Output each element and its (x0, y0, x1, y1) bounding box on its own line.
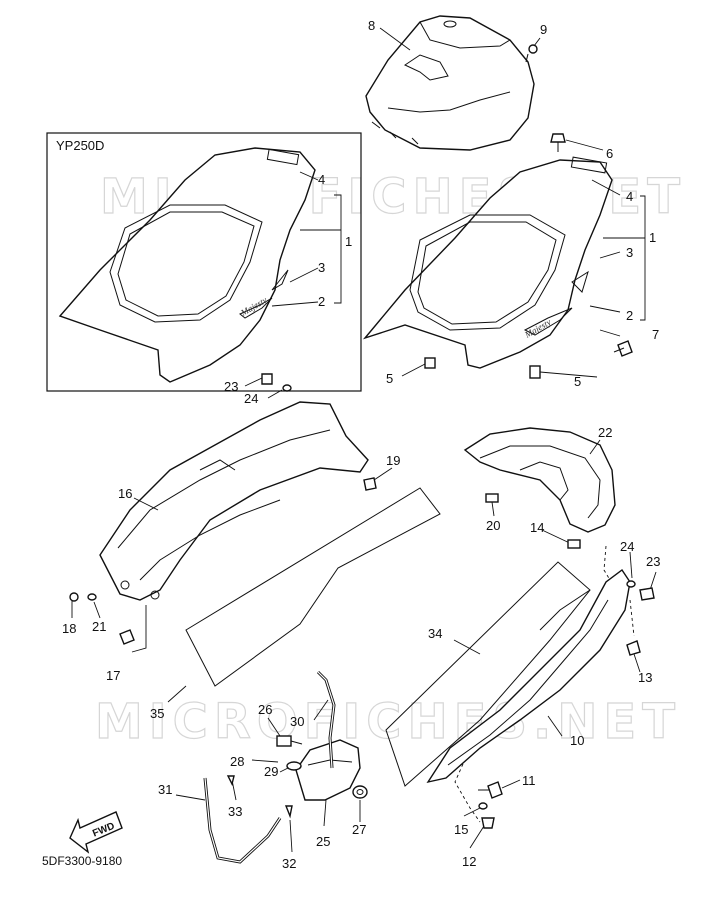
part-31-hose (203, 777, 282, 864)
callout-35: 35 (150, 706, 164, 721)
callout-14: 14 (530, 520, 544, 535)
callout-16: 16 (118, 486, 132, 501)
drawing-code: 5DF3300-9180 (42, 854, 122, 868)
part-9-screw (525, 44, 538, 63)
callout-19: 19 (386, 453, 400, 468)
callout-31: 31 (158, 782, 172, 797)
watermark-bottom: MICROFICHES.NET (95, 694, 681, 750)
callout-22: 22 (598, 425, 612, 440)
part-12-screw (481, 817, 495, 829)
part-25-tank (295, 739, 361, 801)
fwd-arrow-icon: FWD (69, 811, 123, 854)
callout-28: 28 (230, 754, 244, 769)
callout-11: 11 (522, 773, 536, 788)
callout-9: 9 (540, 22, 547, 37)
callout-12: 12 (462, 854, 476, 869)
callout-18: 18 (62, 621, 76, 636)
callout-3: 3 (626, 245, 633, 260)
callout-25: 25 (316, 834, 330, 849)
callout-4-variant: 4 (318, 172, 325, 187)
callout-24-left: 24 (244, 391, 258, 406)
callout-21: 21 (92, 619, 106, 634)
small-fasteners (69, 373, 655, 819)
callout-7: 7 (652, 327, 659, 342)
part-13-screw (626, 640, 641, 656)
part-26-bolt (276, 735, 303, 747)
callout-1: 1 (649, 230, 656, 245)
callout-24-right: 24 (620, 539, 634, 554)
part-5-nut-right (529, 365, 541, 379)
callout-10: 10 (570, 733, 584, 748)
callout-23-left: 23 (224, 379, 238, 394)
part-7-screw (613, 340, 633, 357)
part-30-hose (316, 670, 336, 769)
part-6-screw (550, 133, 566, 152)
callout-30: 30 (290, 714, 304, 729)
part-29-washer (286, 761, 302, 771)
callout-20: 20 (486, 518, 500, 533)
part-16-side-cover-left (99, 401, 369, 601)
callout-26: 26 (258, 702, 272, 717)
callout-34: 34 (428, 626, 442, 641)
callout-2: 2 (626, 308, 633, 323)
variant-box-yp250d: YP250D Majesty (46, 132, 362, 392)
callout-1-variant: 1 (345, 234, 352, 249)
part-22-rear-cover (463, 427, 616, 533)
guide-outline-35 (185, 487, 441, 687)
callout-13: 13 (638, 670, 652, 685)
leader-lines (71, 27, 657, 853)
guide-outline-34 (385, 561, 591, 787)
part-1-seat-side-cover: Majesty (362, 156, 613, 369)
callouts: 8 9 6 4 1 3 2 7 5 5 4 1 3 2 23 24 19 16 … (62, 18, 660, 871)
part-27-grommet (352, 785, 368, 799)
callout-17: 17 (106, 668, 120, 683)
callout-3-variant: 3 (318, 260, 325, 275)
callout-33: 33 (228, 804, 242, 819)
callout-6: 6 (606, 146, 613, 161)
callout-4: 4 (626, 189, 633, 204)
part-10-side-cover-right (426, 568, 631, 784)
callout-8: 8 (368, 18, 375, 33)
callout-15: 15 (454, 822, 468, 837)
callout-29: 29 (264, 764, 278, 779)
callout-32: 32 (282, 856, 296, 871)
callout-2-variant: 2 (318, 294, 325, 309)
part-5-nut-left (424, 357, 436, 369)
part-8-top-cover (365, 15, 535, 151)
callout-5-left: 5 (386, 371, 393, 386)
part-11-screw (478, 781, 503, 799)
callout-23-right: 23 (646, 554, 660, 569)
callout-27: 27 (352, 822, 366, 837)
variant-box-label: YP250D (56, 138, 104, 153)
callout-5-right: 5 (574, 374, 581, 389)
